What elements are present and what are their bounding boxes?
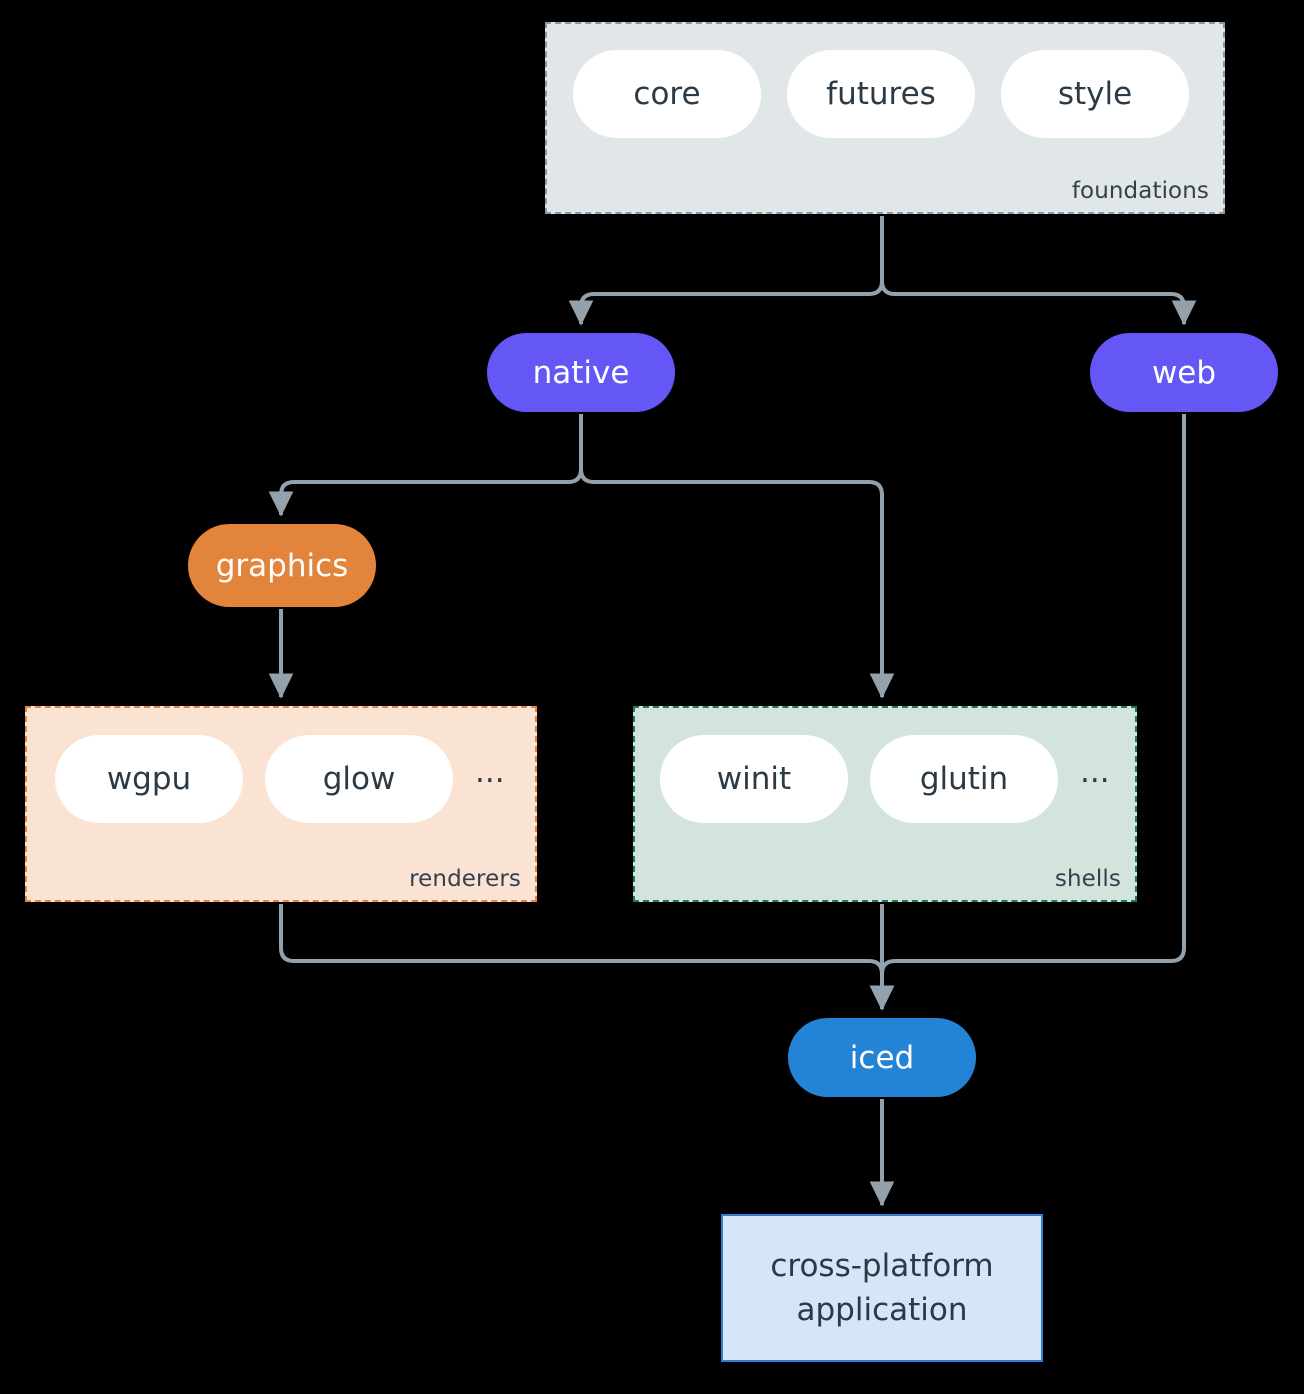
application-label-line1: cross-platform — [770, 1247, 994, 1284]
cluster-foundations-label: foundations — [1071, 178, 1209, 204]
edge-foundations-to-web — [880, 216, 1197, 326]
leaf-pill-style[interactable]: style — [1001, 50, 1189, 138]
node-cross-platform-application[interactable]: cross-platform application — [721, 1214, 1043, 1362]
cluster-shells: winit glutin ... shells — [633, 706, 1137, 902]
application-label-line2: application — [796, 1292, 968, 1328]
renderers-more-indicator: ... — [475, 753, 505, 790]
node-native[interactable]: native — [487, 333, 675, 412]
leaf-pill-wgpu[interactable]: wgpu — [55, 735, 243, 823]
leaf-pill-glutin[interactable]: glutin — [870, 735, 1058, 823]
cluster-foundations: core futures style foundations — [545, 22, 1225, 214]
cluster-shells-label: shells — [1054, 866, 1121, 892]
cluster-foundations-items: core futures style — [573, 50, 1189, 138]
cluster-shells-items: winit glutin ... — [660, 735, 1110, 823]
cluster-renderers-label: renderers — [409, 866, 521, 892]
node-web[interactable]: web — [1090, 333, 1278, 412]
leaf-pill-glow[interactable]: glow — [265, 735, 453, 823]
cluster-renderers: wgpu glow ... renderers — [25, 706, 537, 902]
edge-native-to-shells — [579, 414, 895, 699]
node-graphics[interactable]: graphics — [188, 524, 376, 607]
leaf-pill-winit[interactable]: winit — [660, 735, 848, 823]
cluster-renderers-items: wgpu glow ... — [55, 735, 505, 823]
shells-more-indicator: ... — [1080, 753, 1110, 790]
edge-foundations-to-native — [568, 216, 884, 326]
edge-renderers-to-iced — [279, 904, 895, 1011]
leaf-pill-core[interactable]: core — [573, 50, 761, 138]
node-iced[interactable]: iced — [788, 1018, 976, 1097]
edge-native-to-graphics — [268, 414, 583, 517]
leaf-pill-futures[interactable]: futures — [787, 50, 975, 138]
